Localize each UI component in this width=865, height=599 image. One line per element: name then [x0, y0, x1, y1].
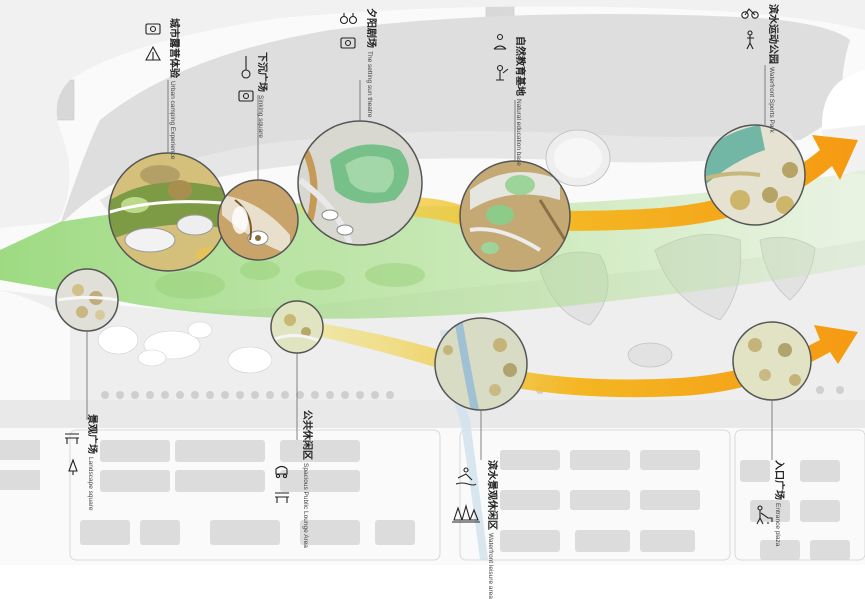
label-nature-education: 自然教育基地Natural education base: [514, 36, 525, 166]
trees-icon: [68, 458, 78, 475]
camera-icon: [145, 23, 161, 35]
flow-arrow-bottom: [300, 320, 858, 398]
detail-circle-sinking-square: [217, 179, 299, 261]
tent-icon: [145, 45, 161, 61]
label-public-lounge: 公共休闲区Spacious Public Lounge Area: [301, 410, 312, 548]
teacher-icon: [496, 64, 509, 81]
bench-icon: [65, 433, 79, 444]
forest-icon: [452, 503, 480, 523]
binoculars-icon: [339, 13, 358, 25]
reading-person-icon: [493, 33, 507, 50]
detail-circle-entrance-plaza: [732, 321, 812, 401]
detail-circle-waterfront-leisure: [434, 317, 528, 411]
label-entrance-plaza: 入口广场Entrance plaza: [773, 460, 784, 547]
detail-circle-public-lounge: [270, 300, 324, 354]
guitar-icon: [241, 56, 251, 79]
camera-icon: [238, 90, 254, 102]
leader-lines: [86, 65, 773, 460]
lower-buildings: [0, 440, 850, 560]
runner-icon: [746, 30, 754, 50]
label-sunset-theatre: 夕阳剧场The setting sun theatre: [365, 8, 376, 118]
detail-circle-sunset-theatre: [297, 120, 423, 246]
lower-plazas: [97, 321, 273, 374]
camera-icon: [340, 37, 356, 49]
site-plan: [0, 0, 865, 561]
swimmer-icon: [455, 467, 477, 486]
detail-circle-landscape-square: [55, 268, 119, 332]
detail-circle-nature-education: [459, 160, 571, 272]
stroller-icon: [275, 465, 288, 479]
bench-icon: [275, 492, 289, 503]
label-urban-camping: 城市露营体验Urban camping Experience: [168, 18, 179, 160]
detail-circle-waterfront-sports: [704, 124, 806, 226]
detail-circle-urban-camping: [108, 152, 228, 272]
dog-walker-icon: [756, 505, 773, 525]
label-waterfront-sports: 滨水运动公园Waterfront Sports Park: [767, 4, 778, 133]
label-waterfront-leisure: 滨水景观休闲区Waterfront leisure area: [486, 460, 497, 599]
bicycle-icon: [741, 8, 759, 19]
label-singing-square: 下沉广场Sinking square: [256, 52, 267, 138]
label-landscape-square: 景观广场Landscape square: [86, 414, 97, 511]
